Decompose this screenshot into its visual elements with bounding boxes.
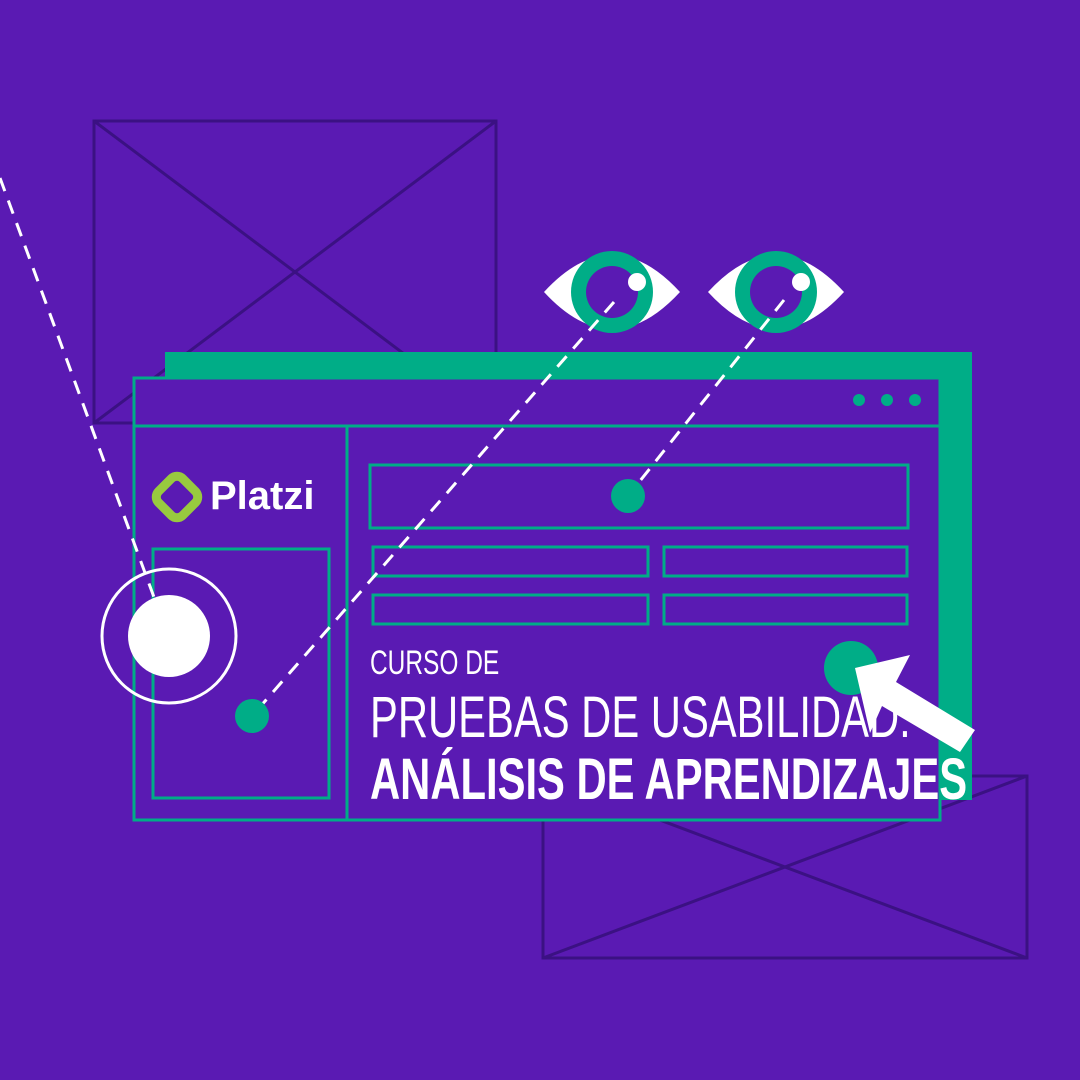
gaze-dashed-lines xyxy=(0,177,786,717)
eye-left xyxy=(544,251,680,333)
course-prefix: CURSO DE xyxy=(370,644,500,682)
platzi-logo-icon xyxy=(151,471,203,523)
target-circle xyxy=(100,567,238,705)
window-dots xyxy=(853,394,921,406)
course-title-line2: ANÁLISIS DE APRENDIZAJES xyxy=(370,747,968,812)
course-title-line1: PRUEBAS DE USABILIDAD: xyxy=(370,685,911,750)
brand-name: Platzi xyxy=(210,474,315,518)
cursor-arrow-icon xyxy=(855,655,975,752)
eye-right xyxy=(708,251,844,333)
